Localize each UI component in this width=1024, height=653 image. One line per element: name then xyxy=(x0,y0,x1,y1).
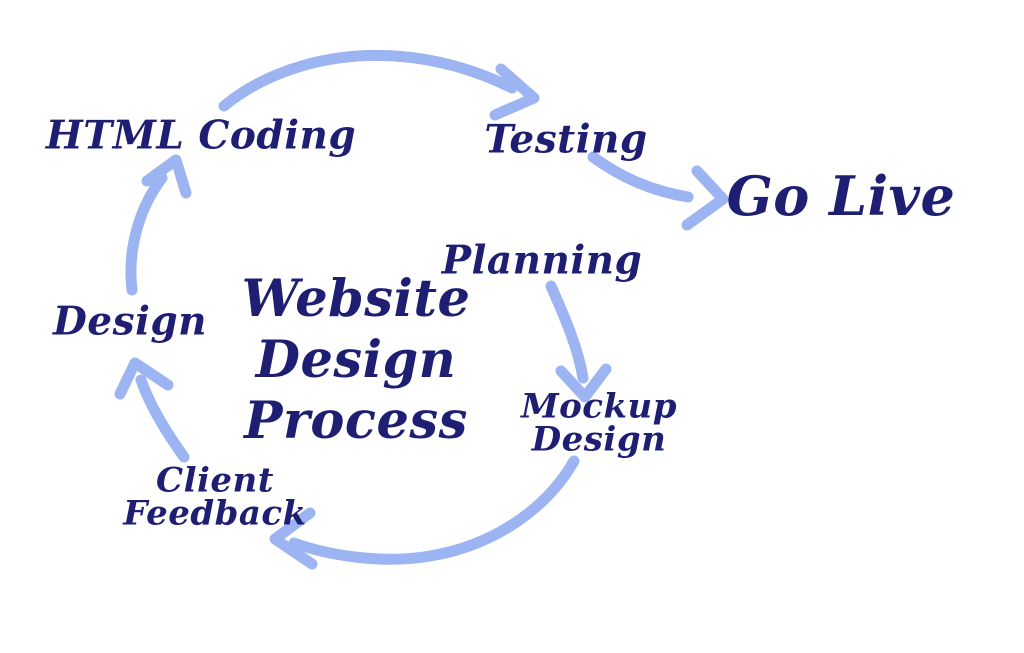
stage-label-client-feedback-line1: Client xyxy=(156,460,274,501)
arrow-client-feedback-to-design xyxy=(114,357,190,463)
stage-label-client-feedback: Client Feedback xyxy=(123,460,307,534)
stage-label-go-live: Go Live xyxy=(726,164,956,228)
arrow-head-icon xyxy=(114,357,174,400)
arrow-planning-to-mockup-design xyxy=(545,280,612,403)
stage-label-design: Design xyxy=(52,298,208,345)
stage-label-client-feedback-line2: Feedback xyxy=(123,494,307,534)
diagram-title-line1: Website xyxy=(241,269,471,330)
arrow-mockup-design-to-client-feedback xyxy=(269,455,580,570)
arrow-head-icon xyxy=(141,154,192,199)
diagram-title: Website Design Process xyxy=(242,269,471,453)
arrow-shaft xyxy=(218,49,518,112)
diagram-title-line2: Design xyxy=(255,330,457,391)
arrow-head-icon xyxy=(489,63,540,121)
arrow-shaft xyxy=(545,280,589,384)
diagram-title-line3: Process xyxy=(244,391,468,452)
arrow-shaft xyxy=(125,172,168,296)
stage-label-mockup-design: Mockup Design xyxy=(520,386,678,460)
stage-label-mockup-design-line1: Mockup xyxy=(520,386,678,427)
stage-label-mockup-design-line2: Design xyxy=(531,420,667,460)
arrow-shaft xyxy=(135,374,190,463)
arrow-head-icon xyxy=(555,363,612,403)
stage-label-html-coding: HTML Coding xyxy=(45,112,357,159)
arrow-testing-to-go-live xyxy=(587,151,729,231)
arrow-html-coding-to-testing xyxy=(218,49,540,121)
arrow-design-to-html-coding xyxy=(125,154,192,296)
arrow-shaft xyxy=(288,455,580,565)
stage-label-testing: Testing xyxy=(484,116,648,163)
arrow-head-icon xyxy=(269,507,318,570)
stage-label-planning: Planning xyxy=(441,237,643,284)
arrow-head-icon xyxy=(681,165,729,231)
arrow-shaft xyxy=(587,151,694,203)
